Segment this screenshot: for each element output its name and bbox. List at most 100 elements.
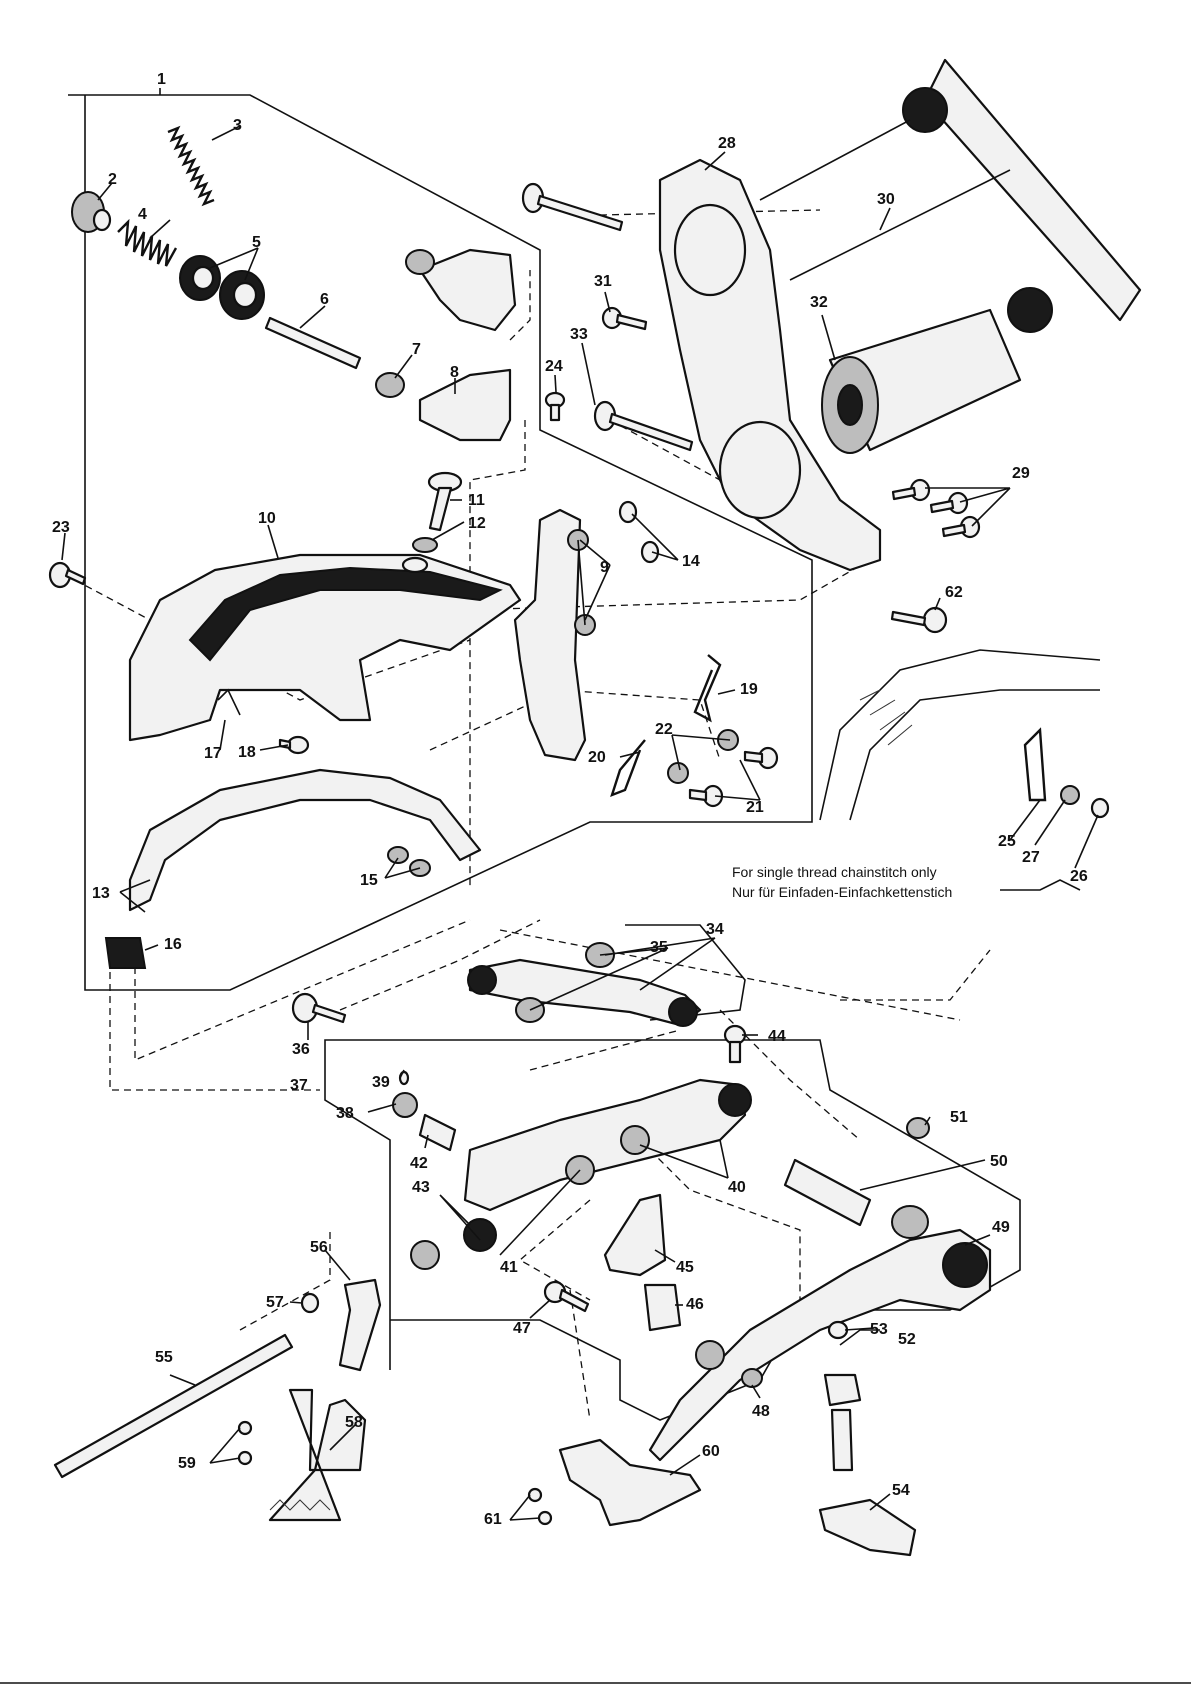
callout-29: 29 [1012,465,1030,482]
callout-30: 30 [877,191,895,208]
part-14-screws [620,502,658,562]
callout-33: 33 [570,326,588,343]
part-thread-guide [406,250,515,330]
part-58-feed-dog [270,1390,365,1520]
callout-5: 5 [252,234,261,251]
callout-23: 23 [52,519,70,536]
callout-34: 34 [706,921,724,938]
part-7-nut [376,373,404,397]
part-23-screw [50,563,85,587]
callout-46: 46 [686,1296,704,1313]
callout-15: 15 [360,872,378,889]
part-3-spring [168,128,214,204]
callout-44: 44 [768,1028,786,1045]
callout-49: 49 [992,1219,1010,1236]
callout-9: 9 [600,559,609,576]
callout-58: 58 [345,1414,363,1431]
part-30-stand [790,60,1140,320]
callout-21: 21 [746,799,764,816]
callout-12: 12 [468,515,486,532]
callout-7: 7 [412,341,421,358]
part-40-arm [465,1080,751,1210]
callout-3: 3 [233,117,242,134]
part-4-spring [118,222,176,266]
callout-54: 54 [892,1482,910,1499]
callout-35: 35 [650,939,668,956]
callout-1: 1 [157,71,166,88]
part-19-spring [695,655,720,720]
callout-60: 60 [702,1443,720,1460]
part-16-clip [106,938,145,968]
callout-16: 16 [164,936,182,953]
part-60-throat [560,1440,700,1525]
callout-25: 25 [998,833,1016,850]
part-10-cover [130,555,520,740]
callout-2: 2 [108,171,117,188]
callout-37: 37 [290,1077,308,1094]
callout-8: 8 [450,364,459,381]
callout-40: 40 [728,1179,746,1196]
note-line-german: Nur für Einfaden-Einfachkettenstich [732,884,952,900]
callout-39: 39 [372,1074,390,1091]
callout-61: 61 [484,1511,502,1528]
part-55-shaft [55,1335,292,1477]
part-56-57-lever [302,1280,380,1370]
part-11-thumbscrew [429,473,461,530]
part-49-rocker [650,1230,990,1460]
callout-42: 42 [410,1155,428,1172]
callout-43: 43 [412,1179,430,1196]
part-20-spring [612,740,645,795]
callout-38: 38 [336,1105,354,1122]
part-9-linkplate [515,510,595,760]
part-13-guard [130,770,480,910]
part-51-nut [907,1118,929,1138]
callout-14: 14 [682,553,700,570]
callout-62: 62 [945,584,963,601]
callout-59: 59 [178,1455,196,1472]
callout-22: 22 [655,721,673,738]
part-52-53-clamp [825,1322,860,1470]
callout-48: 48 [752,1403,770,1420]
callout-11: 11 [468,492,485,509]
part-8-bracket [420,370,510,440]
callout-27: 27 [1022,849,1040,866]
callout-19: 19 [740,681,758,698]
callout-53: 53 [870,1321,888,1338]
part-59-screws [239,1422,251,1464]
part-38-39-nut [393,1072,417,1117]
callout-6: 6 [320,291,329,308]
frame-bracket-single-thread [1000,880,1080,890]
part-6-stud [266,318,360,368]
callout-36: 36 [292,1041,310,1058]
callout-51: 51 [950,1109,968,1126]
part-48-nut [742,1369,762,1387]
callout-10: 10 [258,510,276,527]
callout-50: 50 [990,1153,1008,1170]
part-54-holder [820,1500,915,1555]
callout-4: 4 [138,206,147,223]
callout-31: 31 [594,273,612,290]
part-62-screw [892,608,946,632]
part-2-knob [72,192,110,232]
note-line-english: For single thread chainstitch only [732,864,937,880]
part-24-screw [546,393,564,420]
callout-17: 17 [204,745,222,762]
callout-41: 41 [500,1259,518,1276]
part-46-block [645,1285,680,1330]
part-44-screw [725,1026,745,1062]
part-50-bushing [785,1160,928,1238]
part-17-spring [218,690,240,715]
callout-13: 13 [92,885,110,902]
callout-26: 26 [1070,868,1088,885]
callout-56: 56 [310,1239,328,1256]
single-thread-note: For single thread chainstitch only Nur f… [732,864,952,900]
part-34-link [468,960,700,1026]
callout-18: 18 [238,744,256,761]
callout-20: 20 [588,749,606,766]
callout-32: 32 [810,294,828,311]
callout-45: 45 [676,1259,694,1276]
callout-57: 57 [266,1294,284,1311]
callout-52: 52 [898,1331,916,1348]
callout-28: 28 [718,135,736,152]
